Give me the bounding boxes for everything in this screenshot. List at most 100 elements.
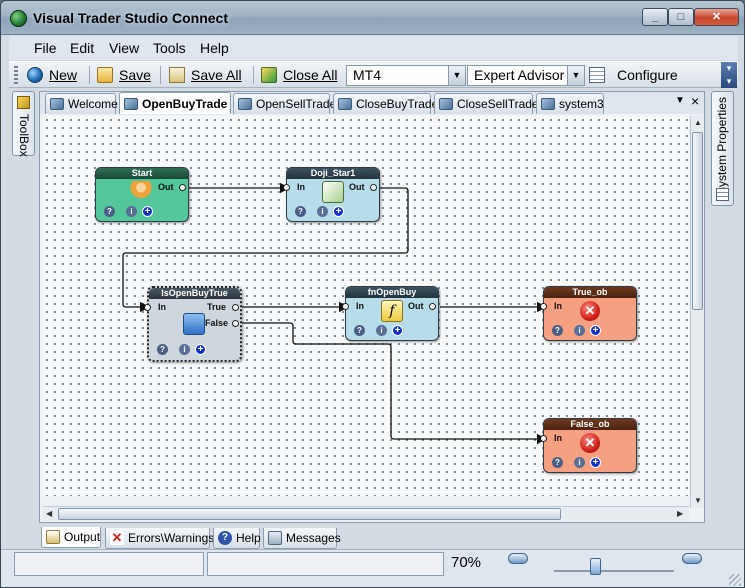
zoom-level: 70% bbox=[451, 554, 482, 571]
add-icon[interactable]: + bbox=[142, 206, 153, 217]
minimize-button[interactable]: _ bbox=[642, 8, 668, 26]
scroll-down-icon[interactable]: ▼ bbox=[694, 496, 702, 505]
document-tab-strip: Welcome OpenBuyTrade OpenSellTrade Close… bbox=[40, 92, 704, 114]
node-isopenbuytrue[interactable]: IsOpenBuyTrue In True False ? i + bbox=[144, 286, 242, 362]
add-icon[interactable]: + bbox=[392, 325, 403, 336]
node-true-ob[interactable]: True_ob In ✕ ? i + bbox=[540, 286, 637, 341]
port-in[interactable] bbox=[283, 184, 290, 191]
add-icon[interactable]: + bbox=[590, 457, 601, 468]
tab-closebuytrade[interactable]: CloseBuyTrade bbox=[333, 93, 438, 114]
scroll-right-icon[interactable]: ▶ bbox=[677, 509, 684, 518]
save-button[interactable]: Save bbox=[97, 65, 151, 85]
tab-messages[interactable]: Messages bbox=[263, 528, 341, 549]
info-icon[interactable]: i bbox=[317, 206, 328, 217]
connection-wires bbox=[122, 182, 548, 445]
scroll-up-icon[interactable]: ▲ bbox=[694, 118, 702, 127]
port-out[interactable] bbox=[370, 184, 377, 191]
node-start[interactable]: Start Out ? i + bbox=[95, 167, 189, 222]
tab-welcome[interactable]: Welcome bbox=[45, 93, 118, 114]
port-false[interactable] bbox=[232, 320, 239, 327]
port-out[interactable] bbox=[429, 303, 436, 310]
close-tab-icon[interactable]: × bbox=[691, 93, 700, 109]
system-properties-panel-tab[interactable]: System Properties bbox=[711, 91, 734, 206]
add-icon[interactable]: + bbox=[590, 325, 601, 336]
info-icon[interactable]: i bbox=[126, 206, 137, 217]
new-button[interactable]: New bbox=[27, 65, 77, 85]
menu-tools[interactable]: Tools bbox=[153, 40, 186, 56]
title-bar[interactable]: Visual Trader Studio Connect _ □ ✕ bbox=[1, 1, 744, 35]
chevron-down-icon[interactable]: ▼ bbox=[567, 66, 584, 85]
tab-system3[interactable]: system3 bbox=[536, 93, 604, 114]
port-in[interactable] bbox=[144, 304, 151, 311]
vertical-scrollbar[interactable]: ▲ ▼ bbox=[690, 116, 704, 508]
help-icon[interactable]: ? bbox=[552, 325, 563, 336]
node-fnopenbuy[interactable]: fnOpenBuy In f Out ? i + bbox=[342, 286, 439, 341]
stop-icon: ✕ bbox=[580, 301, 600, 321]
tab-errors-warnings[interactable]: ✕ Errors\Warnings bbox=[105, 528, 214, 549]
toolbar-separator bbox=[253, 66, 254, 84]
scroll-left-icon[interactable]: ◀ bbox=[46, 509, 53, 518]
node-false-ob[interactable]: False_ob In ✕ ? i + bbox=[540, 418, 637, 473]
toolbar-grip[interactable] bbox=[14, 66, 18, 84]
zoom-slider-track[interactable] bbox=[554, 570, 674, 572]
info-icon[interactable]: i bbox=[574, 325, 585, 336]
document-area: Welcome OpenBuyTrade OpenSellTrade Close… bbox=[39, 91, 705, 523]
node-doji-star1[interactable]: Doji_Star1 In Out ? i + bbox=[283, 167, 380, 222]
design-canvas[interactable]: Start Out ? i + Doji_Star1 In Out ? i + bbox=[43, 116, 689, 496]
node-title: IsOpenBuyTrue bbox=[149, 288, 240, 299]
tab-openselltrade[interactable]: OpenSellTrade bbox=[233, 93, 336, 114]
port-in[interactable] bbox=[342, 303, 349, 310]
mode-select[interactable]: Expert Advisor ▼ bbox=[467, 65, 585, 86]
toolbox-panel-tab[interactable]: ToolBox bbox=[12, 91, 35, 157]
globe-icon bbox=[10, 10, 27, 27]
menu-view[interactable]: View bbox=[109, 40, 140, 56]
configure-button[interactable]: Configure bbox=[589, 65, 678, 85]
help-icon[interactable]: ? bbox=[157, 344, 168, 355]
tab-closeselltrade[interactable]: CloseSellTrade bbox=[434, 93, 539, 114]
port-in-label: In bbox=[297, 182, 305, 192]
save-all-button[interactable]: Save All bbox=[169, 65, 242, 85]
close-all-button[interactable]: Close All bbox=[261, 65, 337, 85]
tab-label: CloseSellTrade bbox=[457, 97, 539, 111]
platform-select[interactable]: MT4 ▼ bbox=[346, 65, 466, 86]
zoom-slider-thumb[interactable] bbox=[590, 558, 601, 575]
error-icon: ✕ bbox=[110, 530, 124, 545]
horizontal-scrollbar[interactable]: ◀ ▶ bbox=[43, 506, 689, 521]
help-icon[interactable]: ? bbox=[354, 325, 365, 336]
help-icon[interactable]: ? bbox=[104, 206, 115, 217]
info-icon[interactable]: i bbox=[574, 457, 585, 468]
tab-help[interactable]: ? Help bbox=[213, 528, 261, 549]
vertical-scroll-thumb[interactable] bbox=[692, 132, 703, 310]
tab-openbuytrade[interactable]: OpenBuyTrade bbox=[119, 92, 231, 114]
tab-label: Help bbox=[236, 531, 261, 545]
tab-list-dropdown-icon[interactable]: ▼ bbox=[675, 95, 685, 106]
stop-icon: ✕ bbox=[580, 433, 600, 453]
window-title: Visual Trader Studio Connect bbox=[33, 10, 229, 26]
add-icon[interactable]: + bbox=[195, 344, 206, 355]
help-icon[interactable]: ? bbox=[295, 206, 306, 217]
resize-grip-icon[interactable] bbox=[729, 574, 741, 586]
menu-help[interactable]: Help bbox=[200, 40, 229, 56]
toolbar-overflow-button[interactable]: ▾▾ bbox=[721, 62, 737, 88]
zoom-out-button[interactable] bbox=[508, 553, 528, 564]
maximize-button[interactable]: □ bbox=[668, 8, 694, 26]
close-button[interactable]: ✕ bbox=[694, 8, 739, 26]
port-in[interactable] bbox=[540, 303, 547, 310]
horizontal-scroll-thumb[interactable] bbox=[58, 508, 561, 520]
port-out[interactable] bbox=[179, 184, 186, 191]
save-label: Save bbox=[119, 67, 151, 83]
tab-output[interactable]: Output bbox=[41, 527, 101, 548]
info-icon[interactable]: i bbox=[179, 344, 190, 355]
info-icon[interactable]: i bbox=[376, 325, 387, 336]
menu-edit[interactable]: Edit bbox=[70, 40, 95, 56]
port-in[interactable] bbox=[540, 435, 547, 442]
node-title: fnOpenBuy bbox=[346, 287, 438, 298]
port-out-label: Out bbox=[158, 182, 174, 192]
menu-file[interactable]: File bbox=[34, 40, 57, 56]
toolbar: New Save Save All Close All MT4 ▼ Expert… bbox=[9, 61, 738, 88]
add-icon[interactable]: + bbox=[333, 206, 344, 217]
port-true[interactable] bbox=[232, 304, 239, 311]
chevron-down-icon[interactable]: ▼ bbox=[448, 66, 465, 85]
zoom-in-button[interactable] bbox=[682, 553, 702, 564]
help-icon[interactable]: ? bbox=[552, 457, 563, 468]
